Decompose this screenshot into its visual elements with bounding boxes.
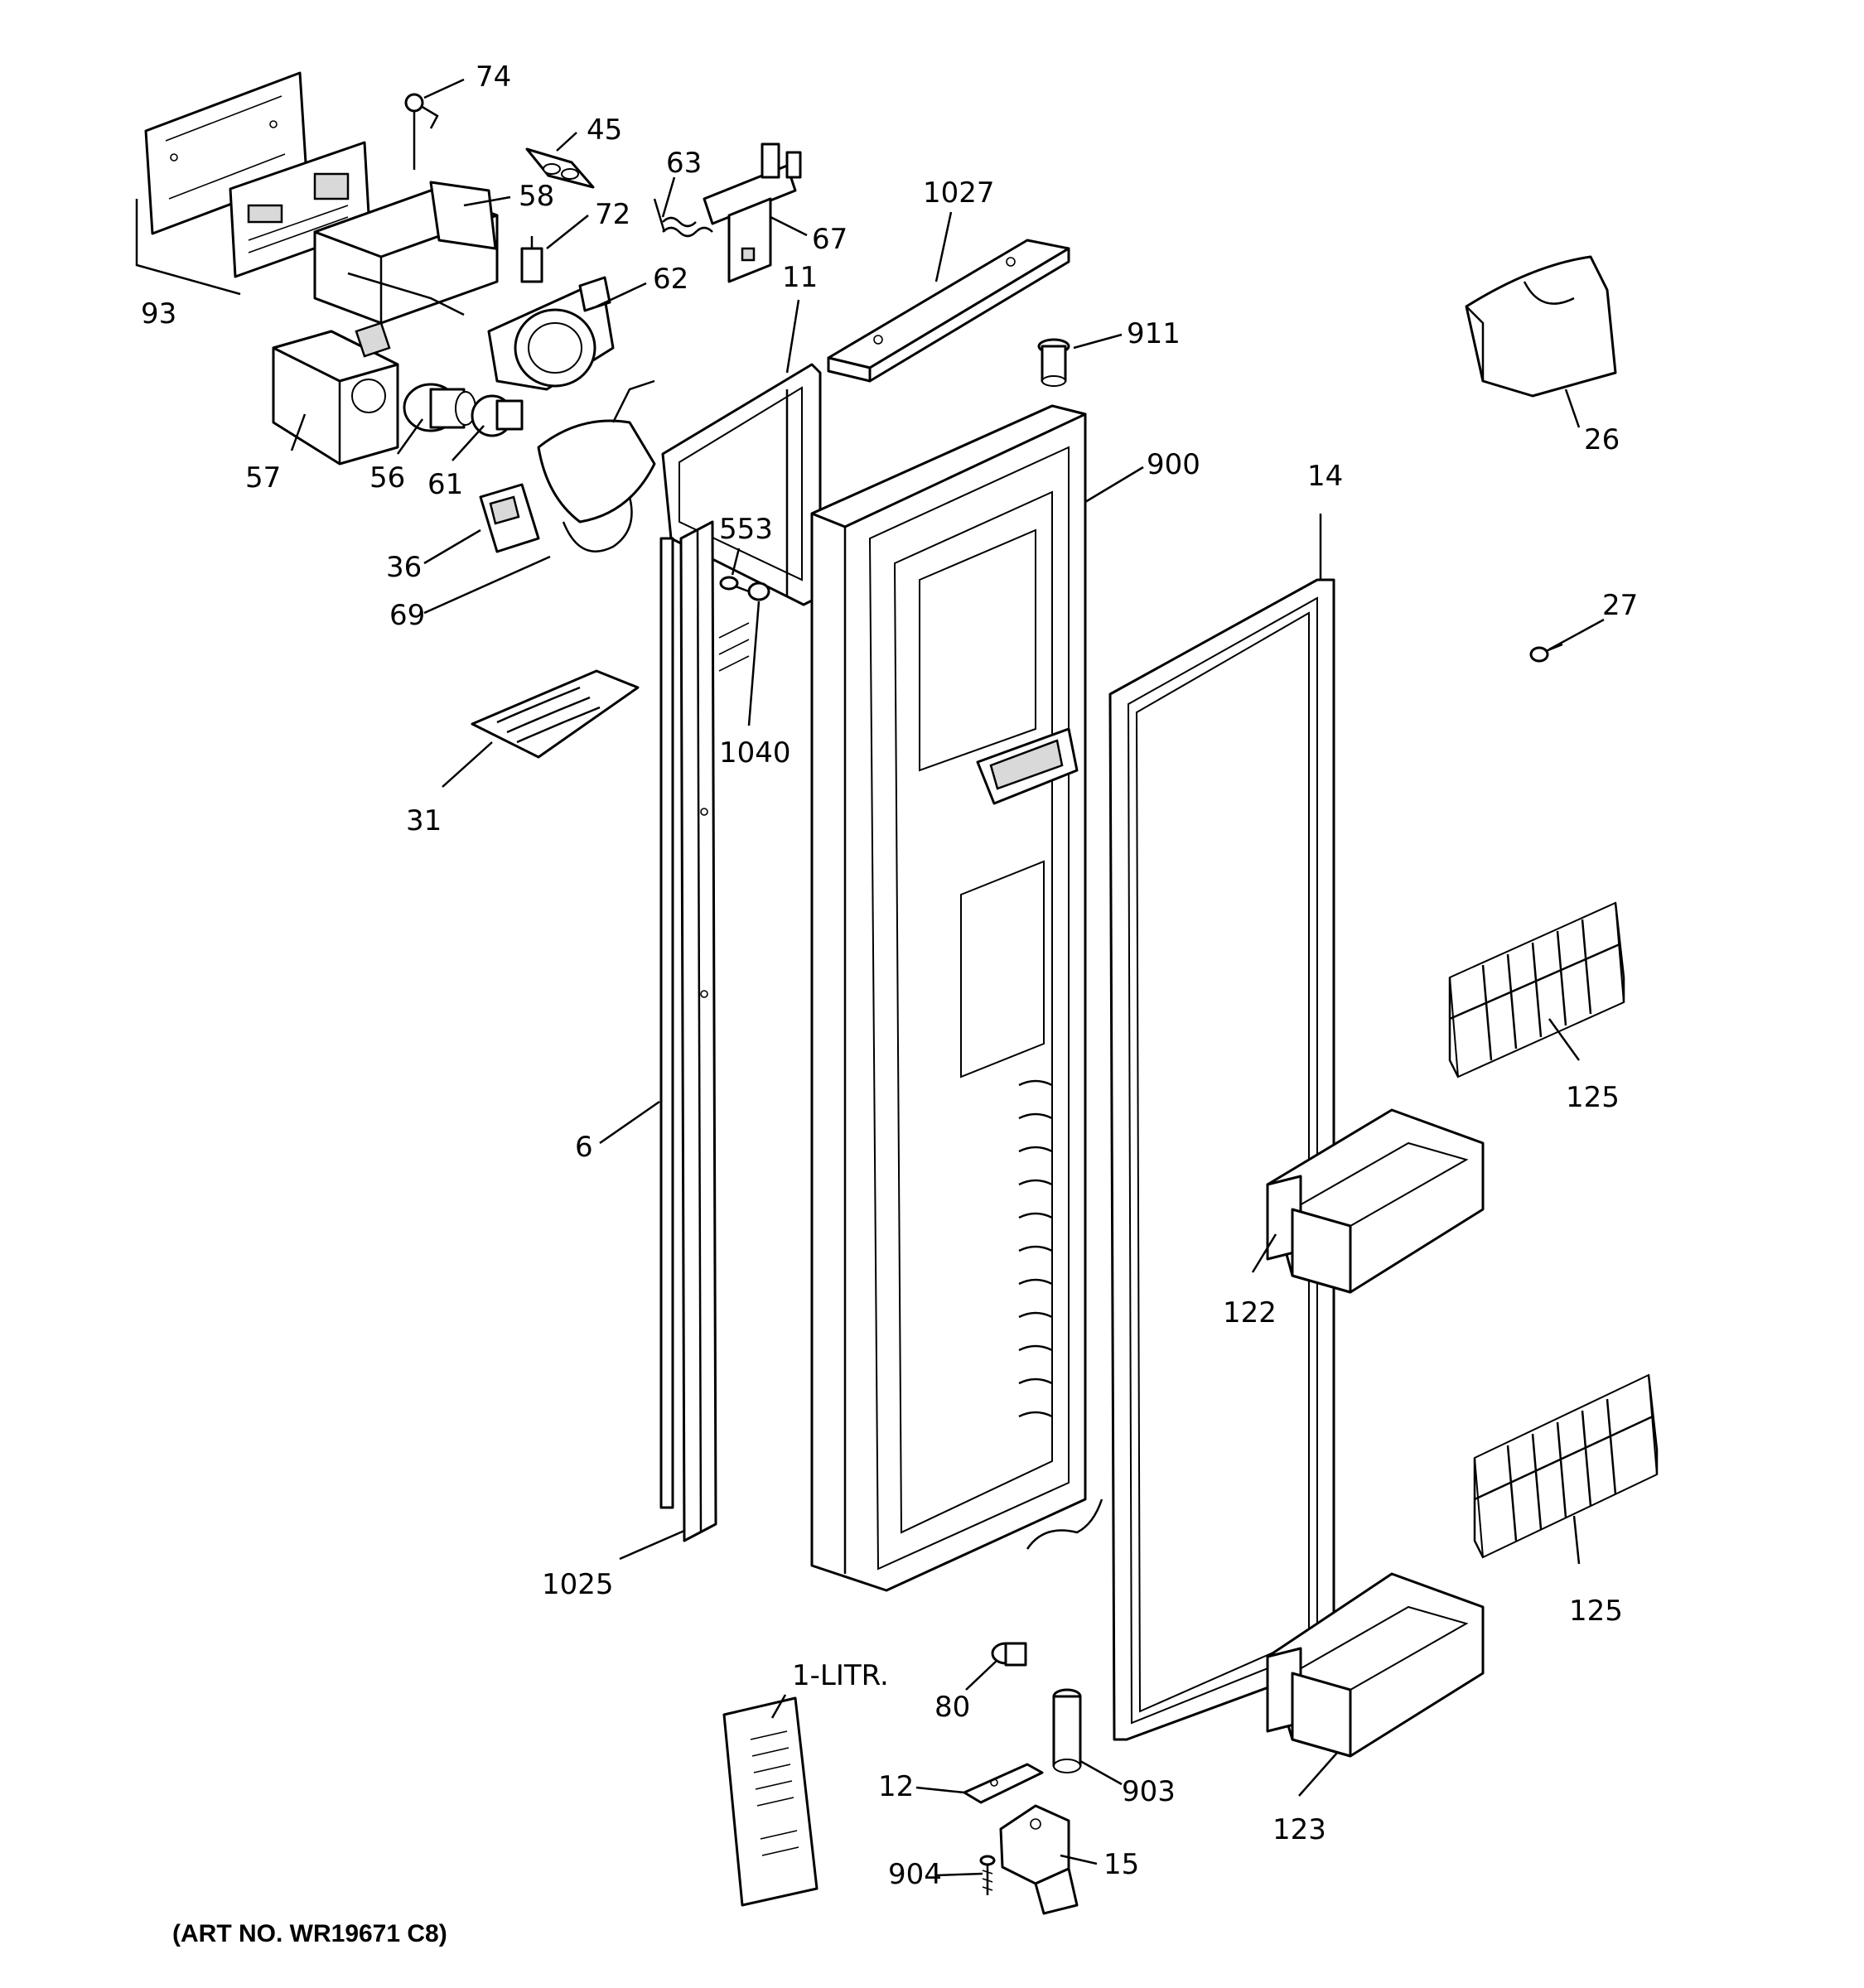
callout-56: 56 bbox=[369, 461, 405, 495]
part-27-screw bbox=[1529, 643, 1563, 663]
part-93-control-board bbox=[135, 71, 371, 296]
callout-123: 123 bbox=[1272, 1813, 1326, 1846]
callout-93: 93 bbox=[141, 297, 176, 331]
part-1025-vertical-channel bbox=[679, 520, 717, 1542]
callout-553: 553 bbox=[719, 513, 773, 546]
part-122-door-bin bbox=[1266, 1108, 1485, 1294]
part-14-door-gasket bbox=[1108, 578, 1335, 1741]
callout-904: 904 bbox=[888, 1858, 942, 1891]
callout-57: 57 bbox=[245, 461, 281, 495]
callout-11: 11 bbox=[782, 261, 818, 294]
leader-lines bbox=[290, 78, 1605, 1877]
callout-125-upper: 125 bbox=[1566, 1081, 1620, 1114]
part-900-door bbox=[810, 404, 1103, 1592]
part-1027-top-trim bbox=[827, 239, 1070, 383]
callout-62: 62 bbox=[653, 263, 688, 296]
part-125-wire-basket-upper bbox=[1448, 901, 1625, 1078]
callout-1027: 1027 bbox=[923, 176, 995, 210]
callout-58: 58 bbox=[519, 180, 554, 213]
part-36-switch bbox=[479, 483, 540, 553]
part-26-bucket-cover bbox=[1465, 255, 1617, 398]
part-62-ice-chute-ring bbox=[487, 276, 615, 391]
part-literature-booklet bbox=[722, 1696, 819, 1907]
callout-74: 74 bbox=[476, 60, 511, 94]
callout-67: 67 bbox=[812, 223, 847, 256]
callout-27: 27 bbox=[1602, 589, 1638, 622]
callout-14: 14 bbox=[1307, 460, 1343, 493]
callout-900: 900 bbox=[1147, 448, 1200, 481]
part-123-door-bin bbox=[1266, 1572, 1485, 1758]
part-72-switch bbox=[520, 236, 543, 283]
part-45-bracket bbox=[525, 147, 595, 189]
part-6-gasket-strip bbox=[659, 537, 674, 1509]
callout-63: 63 bbox=[666, 147, 702, 180]
callout-911: 911 bbox=[1127, 317, 1181, 350]
part-57-motor-box bbox=[272, 321, 399, 466]
callout-122: 122 bbox=[1223, 1296, 1277, 1329]
art-number-caption: (ART NO. WR19671 C8) bbox=[172, 1920, 447, 1947]
callout-80: 80 bbox=[934, 1691, 970, 1724]
part-80-plug bbox=[991, 1642, 1027, 1667]
part-69-chute bbox=[537, 379, 656, 552]
callout-1040: 1040 bbox=[719, 736, 791, 770]
inner-panel-detail bbox=[718, 622, 750, 672]
callout-1025: 1025 bbox=[542, 1568, 614, 1601]
part-911-bushing bbox=[1037, 338, 1070, 387]
callout-69: 69 bbox=[389, 599, 425, 632]
part-74-spring-wire bbox=[404, 93, 439, 170]
callout-1-litr: 1-LITR. bbox=[792, 1659, 889, 1692]
callout-6: 6 bbox=[575, 1131, 593, 1164]
part-553-screw bbox=[719, 576, 750, 593]
part-31-grille bbox=[471, 669, 640, 759]
part-904-screw bbox=[979, 1855, 996, 1895]
callout-45: 45 bbox=[587, 113, 622, 147]
part-125-wire-basket-lower bbox=[1473, 1373, 1659, 1559]
part-58-dispenser-housing bbox=[313, 181, 499, 325]
callout-72: 72 bbox=[595, 198, 630, 231]
callout-labels: 74 45 63 58 72 67 1027 93 62 11 911 26 5… bbox=[141, 60, 1638, 1891]
part-56-auger-motor bbox=[403, 383, 476, 432]
part-67-hinge bbox=[703, 142, 802, 283]
part-12-bracket bbox=[963, 1763, 1044, 1804]
callout-36: 36 bbox=[386, 551, 422, 584]
part-903-hinge-pin bbox=[1052, 1688, 1082, 1773]
callout-31: 31 bbox=[406, 804, 442, 837]
callout-61: 61 bbox=[427, 468, 463, 501]
part-1040-bumper bbox=[747, 581, 770, 601]
callout-903: 903 bbox=[1122, 1775, 1176, 1808]
callout-15: 15 bbox=[1103, 1848, 1139, 1881]
callout-12: 12 bbox=[878, 1770, 914, 1803]
part-63-spring bbox=[653, 198, 713, 238]
part-15-hinge-block bbox=[999, 1804, 1079, 1915]
callout-26: 26 bbox=[1584, 423, 1620, 456]
door-shelf-ribs bbox=[1018, 1079, 1053, 1418]
part-61-actuator bbox=[471, 394, 524, 437]
callout-125-lower: 125 bbox=[1569, 1595, 1623, 1628]
